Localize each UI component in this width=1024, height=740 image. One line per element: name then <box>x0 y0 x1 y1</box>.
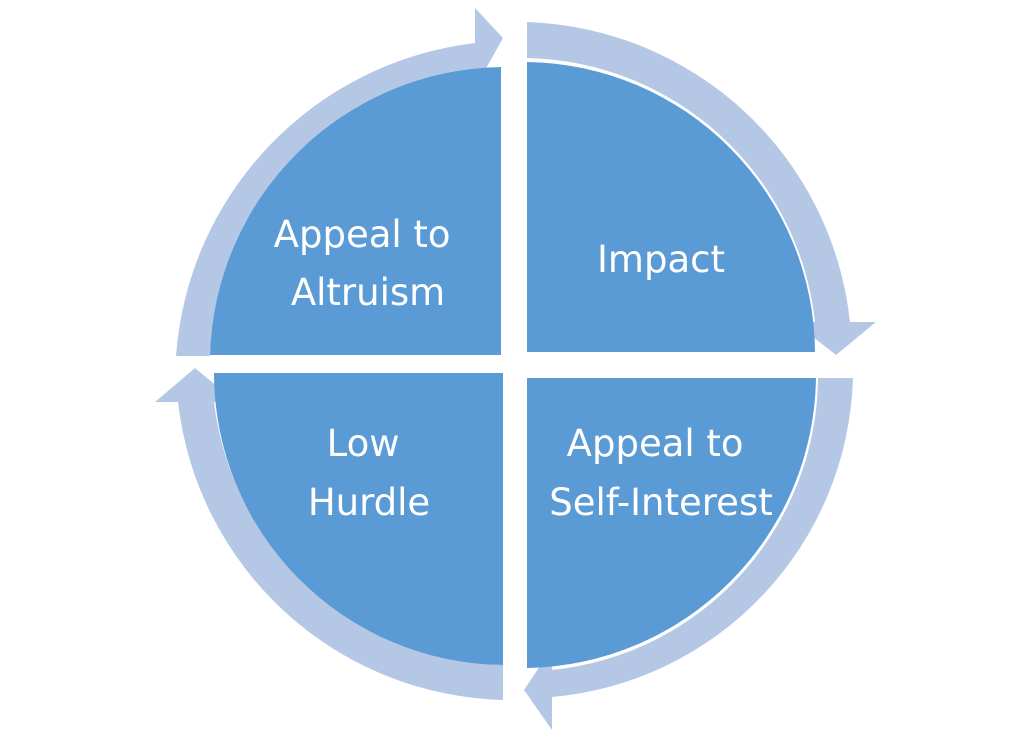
quadrant-top-right <box>527 62 815 352</box>
segment-label-impact: Impact <box>597 238 725 281</box>
cycle-quadrants <box>210 62 816 668</box>
cycle-arrows <box>155 8 876 730</box>
segment-label-low-hurdle: Low Hurdle <box>308 422 430 524</box>
segment-label-appeal-to-altruism: Appeal to Altruism <box>274 213 463 314</box>
arrow-top-left-icon <box>176 8 503 356</box>
quadrant-top-left <box>210 67 501 355</box>
quadrant-bottom-left <box>213 373 503 665</box>
quadrant-bottom-right <box>527 378 816 668</box>
segment-label-appeal-to-self-interest: Appeal to Self-Interest <box>549 422 772 524</box>
cycle-labels: Appeal to Altruism Impact Appeal to Self… <box>274 213 773 524</box>
arrow-bottom-left-icon <box>155 368 503 700</box>
arrow-top-right-icon <box>527 22 876 355</box>
arrow-bottom-right-icon <box>524 378 853 730</box>
